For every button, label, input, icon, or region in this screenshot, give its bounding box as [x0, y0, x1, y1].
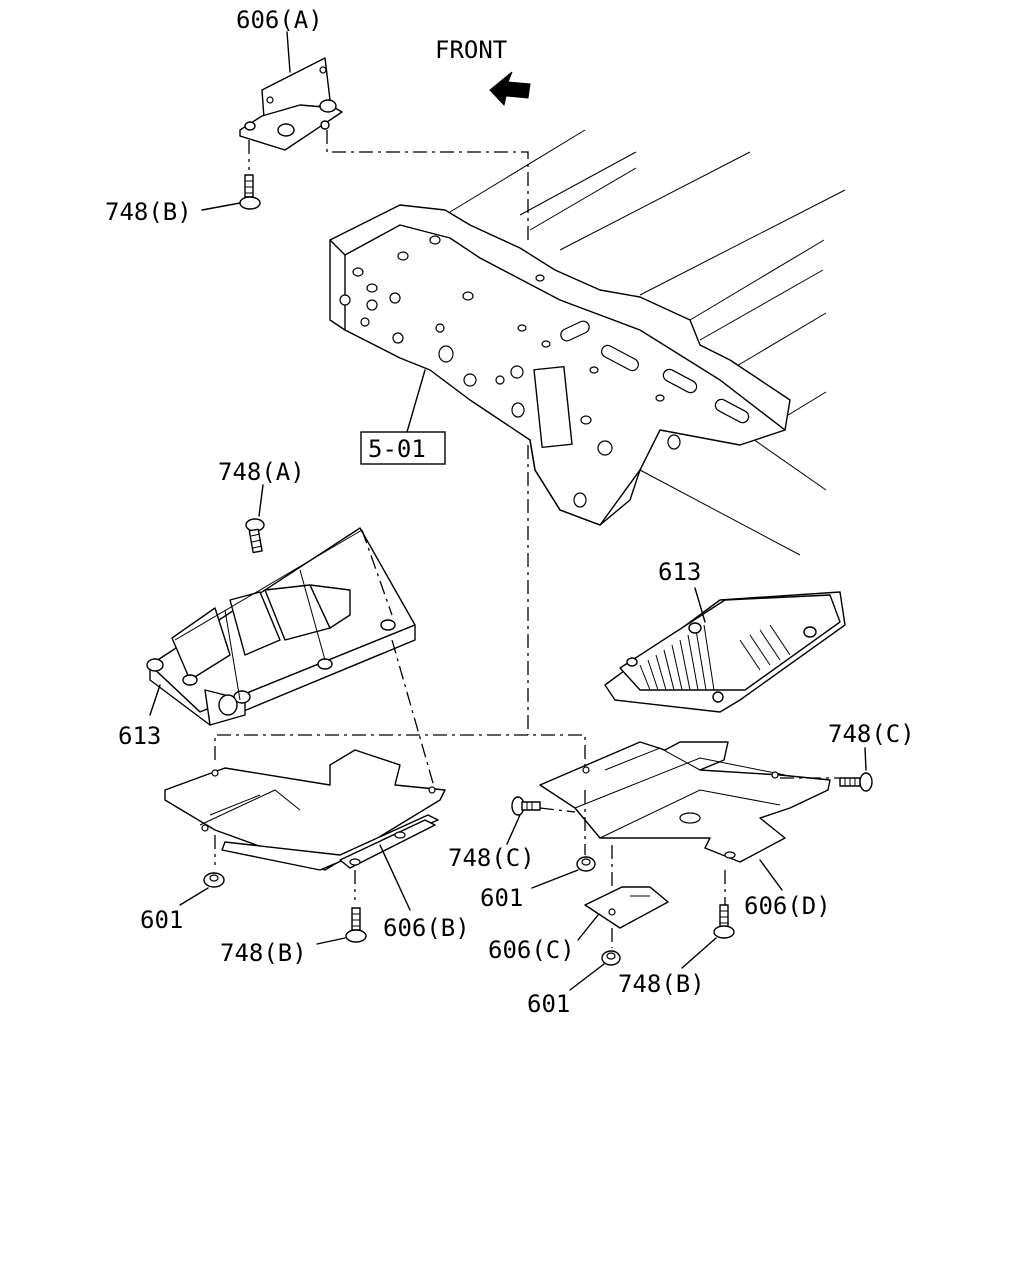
callout-601-left: 601	[140, 906, 183, 934]
front-arrow-icon	[489, 71, 531, 107]
callout-613-left: 613	[118, 722, 161, 750]
leader-dash	[214, 734, 586, 768]
callout-606c: 606(C)	[488, 936, 575, 964]
callout-606b: 606(B)	[383, 914, 470, 942]
callout-606d: 606(D)	[744, 892, 831, 920]
callout-606a: 606(A)	[236, 6, 323, 34]
reference-box	[360, 431, 446, 465]
leader-dash	[539, 807, 576, 813]
callout-748a: 748(A)	[218, 458, 305, 486]
reference-label: 5-01	[368, 435, 426, 463]
callout-748b-top: 748(B)	[105, 198, 192, 226]
crossmember-holes	[339, 235, 750, 508]
leader-dash	[361, 529, 393, 616]
bracket-606a: 606(A)	[236, 6, 343, 151]
callout-613-right: 613	[658, 558, 701, 586]
callout-748b-right: 748(B)	[618, 970, 705, 998]
nut-601-mid: 601	[480, 856, 596, 912]
bracket-606c: 606(C)	[488, 886, 669, 964]
module-613-right: 613	[604, 558, 846, 713]
bracket-606d: 606(D)	[539, 741, 831, 920]
bolt-748b-left: 748(B)	[220, 907, 367, 967]
nut-601-left: 601	[140, 872, 225, 934]
front-label: FRONT	[435, 36, 507, 64]
nut-601-bottom: 601	[527, 950, 621, 1018]
reference-5-01: 5-01	[360, 369, 446, 465]
bolt-748b-right: 748(B)	[618, 904, 735, 998]
callout-748b-left: 748(B)	[220, 939, 307, 967]
module-613-left: 613	[118, 527, 416, 750]
bolt-748c-mid: 748(C)	[448, 796, 541, 872]
front-direction: FRONT	[435, 36, 531, 107]
bolt-748b-top: 748(B)	[105, 174, 261, 226]
callout-748c-mid: 748(C)	[448, 844, 535, 872]
chassis-frame	[449, 129, 846, 556]
bolt-748a: 748(A)	[218, 458, 305, 554]
heat-sink-fins	[639, 624, 791, 691]
callout-748c-right: 748(C)	[828, 720, 915, 748]
callout-601-bottom: 601	[527, 990, 570, 1018]
callout-601-mid: 601	[480, 884, 523, 912]
crossmember	[329, 204, 791, 526]
bracket-606b: 606(B)	[164, 749, 470, 942]
bolt-748c-right: 748(C)	[828, 720, 915, 792]
leader-dash	[326, 130, 529, 240]
